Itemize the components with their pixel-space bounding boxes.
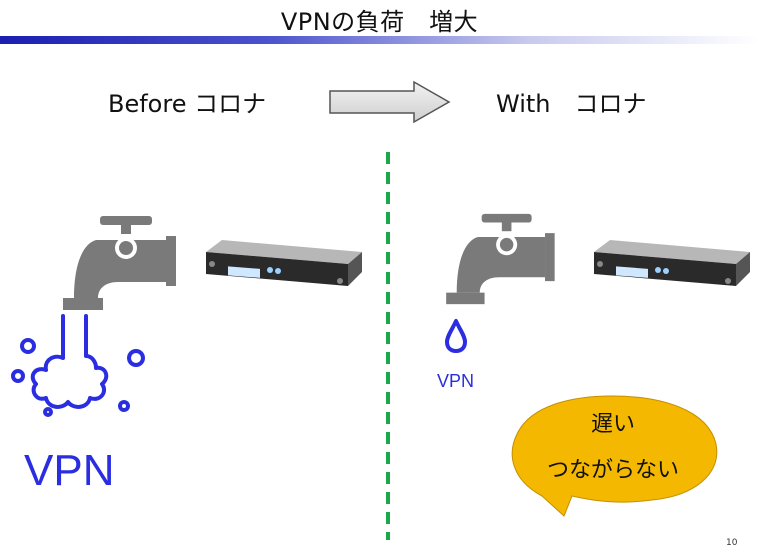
water-splash-icon — [11, 314, 145, 417]
water-drop-icon — [445, 319, 467, 353]
arrow-right-icon — [329, 80, 451, 124]
slide-title: VPNの負荷 増大 — [280, 8, 479, 36]
before-label: Before コロナ — [108, 90, 267, 118]
bubble-line-slow: 遅い — [590, 412, 635, 437]
bubble-text: 遅い つながらない — [518, 402, 708, 494]
faucet-icon — [63, 216, 176, 310]
vpn-label-before: VPN — [24, 446, 115, 495]
server-icon — [206, 240, 362, 286]
speech-bubble — [511, 395, 718, 517]
page-number: 10 — [726, 538, 738, 548]
vpn-label-with: VPN — [437, 371, 475, 391]
divider-line — [386, 152, 390, 540]
faucet-icon — [446, 213, 555, 305]
title-underline-bar — [0, 36, 759, 44]
bubble-line-no-connection: つながらない — [546, 458, 679, 483]
server-icon — [594, 240, 750, 286]
with-label: With コロナ — [496, 90, 647, 118]
